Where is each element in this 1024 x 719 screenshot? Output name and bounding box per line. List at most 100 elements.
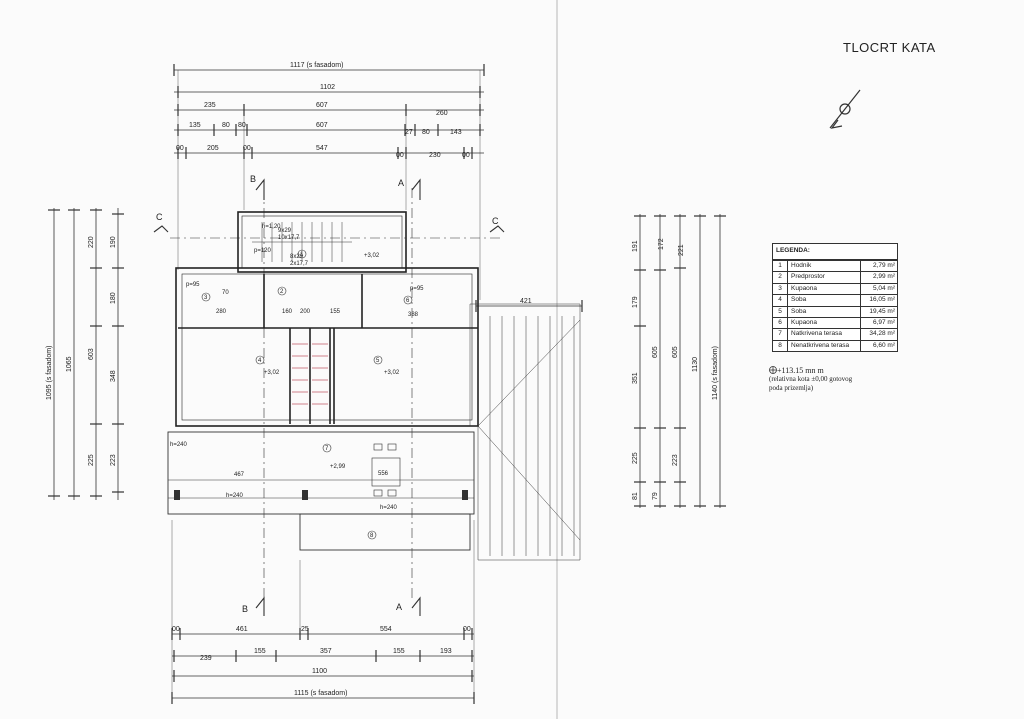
- dim-right-79: 79: [652, 492, 659, 500]
- dim-corridor: 155: [330, 309, 341, 315]
- section-a-top: A: [398, 178, 404, 188]
- dim-top-607a: 607: [316, 102, 328, 109]
- legend-room-name: Kupaona: [788, 317, 861, 329]
- railing-height: h=1,20: [262, 224, 281, 230]
- terrace-height-2: h=240: [380, 505, 398, 511]
- legend-room-name: Soba: [788, 306, 861, 317]
- dim-bottom-193: 193: [440, 648, 452, 655]
- dim-left-190: 190: [110, 236, 117, 248]
- dim-bottom-1100: 1100: [312, 668, 327, 675]
- terrace-height-1: h=240: [226, 493, 244, 499]
- dim-left-220: 220: [88, 236, 95, 248]
- lower-roof: [469, 303, 581, 561]
- section-c-right: C: [492, 216, 499, 226]
- stairs: [252, 222, 352, 262]
- dim-top-00b: 00: [243, 145, 251, 152]
- room-8-number: 8: [370, 533, 374, 539]
- top-dimension-lines: [173, 64, 485, 300]
- dim-left-603: 603: [88, 348, 95, 360]
- level-note-line-3: poda prizemlja): [769, 384, 814, 392]
- walls: [175, 211, 479, 427]
- legend-no: 8: [773, 340, 788, 352]
- legend-no: 7: [773, 329, 788, 340]
- room-6-number: 6: [406, 298, 410, 304]
- terrace: [167, 431, 475, 551]
- dim-bottom-554: 554: [380, 626, 392, 633]
- stair-label-1: 9x29: [278, 228, 292, 234]
- legend-room-area: 2,79 m²: [872, 262, 895, 269]
- legend-room-area: 19,45 m²: [869, 307, 895, 315]
- dim-right-605a: 605: [652, 346, 659, 358]
- stair-label-3: 8x29: [290, 254, 304, 260]
- dim-terrace-556: 556: [378, 471, 389, 477]
- dim-top-260: 260: [436, 110, 448, 117]
- legend-room-name: Soba: [788, 295, 861, 306]
- paper-fold-line: [556, 0, 558, 719]
- room-markers: [201, 249, 413, 540]
- room-5-number: 5: [376, 358, 380, 364]
- dim-top-1117: 1117 (s fasadom): [290, 62, 343, 69]
- dim-left-180: 180: [110, 292, 117, 304]
- dim-bottom-357: 357: [320, 648, 332, 655]
- section-b-top: B: [250, 174, 256, 184]
- dim-top-27: 27: [405, 129, 413, 136]
- bottom-dimension-lines: [171, 520, 475, 704]
- dim-top-230: 230: [429, 152, 441, 159]
- level-note: +113.15 mn m (relativna kota ±0,00 gotov…: [769, 366, 852, 393]
- legend-no: 5: [773, 306, 788, 317]
- level-note-value: +113.15 mn m: [777, 366, 824, 375]
- dim-left-1065: 1065: [66, 356, 73, 372]
- parapet-label: p=120: [254, 248, 272, 254]
- drawing-title: TLOCRT KATA: [843, 40, 936, 55]
- legend-no: 1: [773, 261, 788, 272]
- legend-room-name: Kupaona: [788, 283, 861, 295]
- legend-room-area: 34,28 m²: [869, 330, 895, 338]
- dim-bottom-239: 239: [200, 655, 212, 662]
- north-arrow-icon: [829, 89, 861, 129]
- legend-no: 2: [773, 272, 788, 283]
- section-a-bottom: A: [396, 602, 402, 612]
- dim-bottom-25: 25: [301, 626, 309, 633]
- dim-bottom-00b: 00: [463, 626, 471, 633]
- legend-title: LEGENDA:: [773, 244, 897, 260]
- legend-room-name: Predprostor: [788, 272, 861, 283]
- level-note-line-2: (relativna kota ±0,00 gotovog: [769, 375, 853, 383]
- dim-bottom-155b: 155: [393, 648, 405, 655]
- level-room-5: +3,02: [384, 370, 400, 376]
- dim-right-81: 81: [632, 492, 639, 500]
- level-marker-icon: [769, 366, 777, 374]
- terrace-furniture: [371, 443, 401, 497]
- section-b-bottom: B: [242, 604, 248, 614]
- dim-room-3: 280: [216, 309, 227, 315]
- right-dimension-lines: [475, 214, 726, 508]
- legend-room-area: 6,97 m²: [872, 318, 895, 326]
- legend-room-name: Nenatkrivena terasa: [788, 340, 861, 352]
- dim-hall-200: 200: [300, 309, 311, 315]
- level-room-4: +3,02: [264, 370, 280, 376]
- legend-room-name: Natkrivena terasa: [788, 329, 861, 340]
- dim-bottom-00a: 00: [172, 626, 180, 633]
- dim-right-221: 221: [678, 244, 685, 256]
- dim-right-191: 191: [632, 240, 639, 252]
- dim-bottom-155a: 155: [254, 648, 266, 655]
- dim-left-348: 348: [110, 370, 117, 382]
- dim-top-1102: 1102: [320, 84, 335, 91]
- dim-top-607b: 607: [316, 122, 328, 129]
- dim-right-351: 351: [632, 372, 639, 384]
- room-4-number: 4: [258, 358, 262, 364]
- dim-top-80c: 80: [422, 129, 430, 136]
- dim-top-547: 547: [316, 145, 328, 152]
- dim-right-1130: 1130: [692, 357, 699, 372]
- room-2-number: 2: [280, 289, 284, 295]
- dim-top-00c: 00: [396, 152, 404, 159]
